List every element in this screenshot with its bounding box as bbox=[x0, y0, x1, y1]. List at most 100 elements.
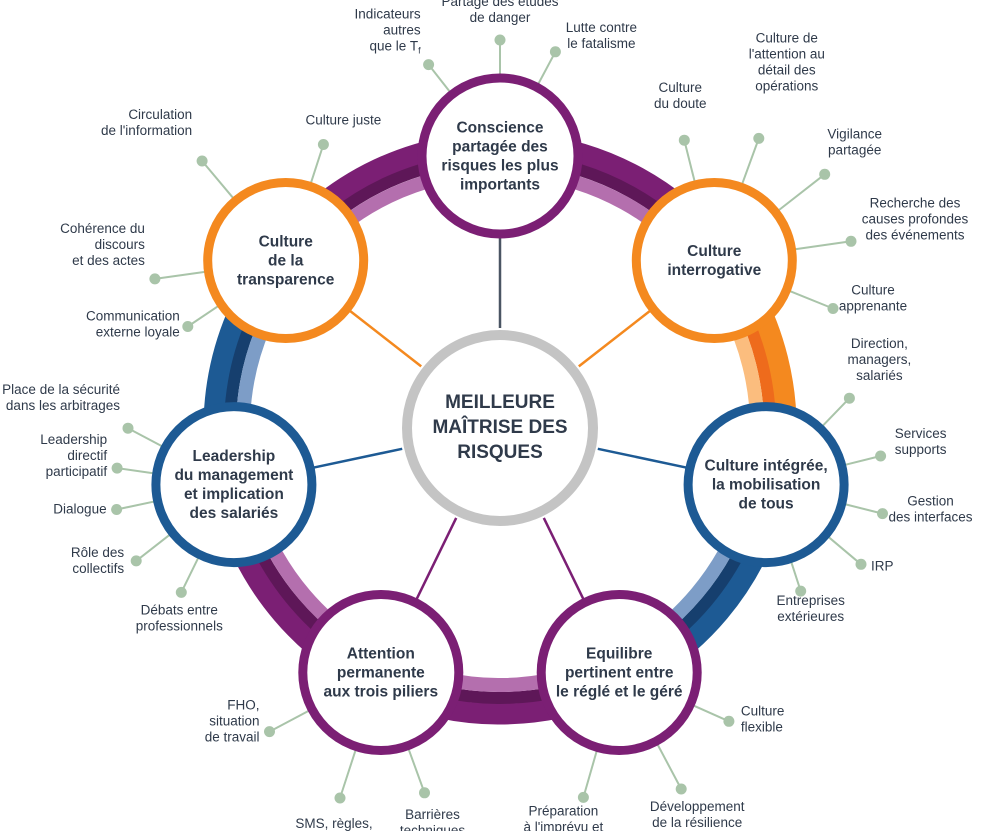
leaf-label: Culture juste bbox=[306, 113, 382, 128]
node-circle bbox=[151, 402, 317, 568]
leaf-stem bbox=[786, 288, 834, 310]
leaf-dot bbox=[419, 787, 430, 799]
leaf-dot bbox=[111, 504, 123, 515]
node-circle bbox=[417, 73, 583, 239]
center-circle bbox=[402, 330, 598, 526]
leaf-stem bbox=[127, 427, 166, 449]
leaf-stem bbox=[406, 745, 426, 794]
leaf-dot bbox=[549, 46, 561, 58]
leaf-stem bbox=[269, 708, 313, 733]
leaf-dot bbox=[334, 792, 346, 804]
leaf-integree-0: Direction,managers,salariés bbox=[819, 336, 912, 430]
leaf-dot bbox=[827, 303, 839, 314]
leaf-label: Direction,managers,salariés bbox=[848, 336, 912, 383]
leaf-dot bbox=[122, 422, 134, 434]
leaf-stem bbox=[116, 499, 158, 511]
node-circle bbox=[631, 178, 797, 343]
leaf-stem bbox=[187, 303, 222, 328]
leaf-label: SMS, règles,procédures bbox=[295, 816, 372, 831]
leaf-label: IRP bbox=[871, 558, 894, 573]
leaf-attention-1: SMS, règles,procédures bbox=[295, 746, 373, 831]
leaf-leadership-2: Dialogue bbox=[53, 499, 158, 517]
leaf-stem bbox=[841, 502, 883, 515]
leaf-dot bbox=[678, 134, 690, 146]
node-circle bbox=[203, 178, 369, 343]
leaf-stem bbox=[582, 747, 599, 798]
leaf-dot bbox=[855, 558, 867, 570]
leaf-transparence-0: Culture juste bbox=[306, 113, 382, 187]
leaf-dot bbox=[175, 586, 187, 598]
leaf-label: Dialogue bbox=[53, 502, 106, 517]
node-circle bbox=[536, 590, 702, 755]
leaf-dot bbox=[182, 321, 194, 332]
spokes bbox=[309, 234, 691, 603]
spoke-interrogative bbox=[578, 307, 654, 368]
node-circle bbox=[683, 402, 849, 568]
spoke-attention bbox=[413, 517, 458, 603]
leaf-dot bbox=[149, 273, 161, 285]
leaf-stem bbox=[690, 703, 730, 723]
leaf-dot bbox=[494, 34, 506, 46]
leaf-dot bbox=[423, 59, 435, 71]
leaf-dot bbox=[130, 555, 142, 567]
node-circle bbox=[298, 590, 464, 755]
leaf-dot bbox=[875, 450, 887, 462]
leaf-stem bbox=[791, 240, 852, 251]
leaf-stem bbox=[154, 270, 209, 280]
leaf-stem bbox=[819, 397, 851, 430]
leaf-dot bbox=[675, 783, 687, 795]
leaf-stem bbox=[135, 531, 174, 562]
leaf-dot bbox=[577, 791, 589, 803]
spoke-transparence bbox=[346, 307, 422, 368]
leaf-dot bbox=[753, 132, 765, 144]
leaf-stem bbox=[180, 554, 201, 593]
leaf-stem bbox=[201, 160, 237, 202]
leaf-stem bbox=[535, 51, 557, 88]
leaf-dot bbox=[845, 235, 857, 247]
leaf-dot bbox=[819, 168, 831, 180]
